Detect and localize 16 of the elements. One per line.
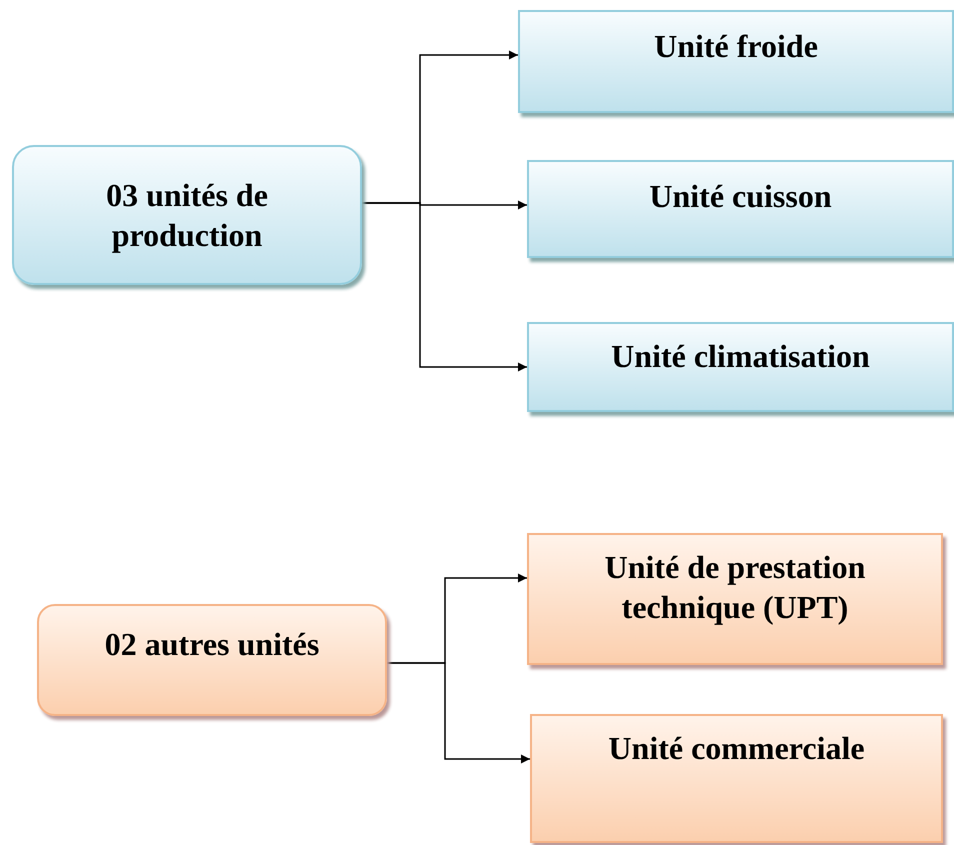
unit-label: Unité de prestation technique (UPT) [604, 548, 866, 627]
unit-box [527, 322, 954, 412]
unit-box [12, 145, 362, 285]
unit-box [518, 10, 954, 113]
unit-box [527, 160, 954, 258]
unit-label: Unité climatisation [611, 337, 870, 376]
arrow [362, 202, 527, 372]
unit-label: Unité froide [654, 27, 818, 66]
unit-label: Unité cuisson [649, 177, 832, 216]
unit-label: 02 autres unités [104, 625, 320, 664]
unit-box [37, 604, 387, 716]
unit-label: Unité commerciale [608, 729, 865, 768]
unit-box [527, 533, 943, 665]
arrow [387, 662, 530, 764]
unit-label: 03 unités de production [105, 176, 269, 255]
unit-box [530, 714, 943, 843]
